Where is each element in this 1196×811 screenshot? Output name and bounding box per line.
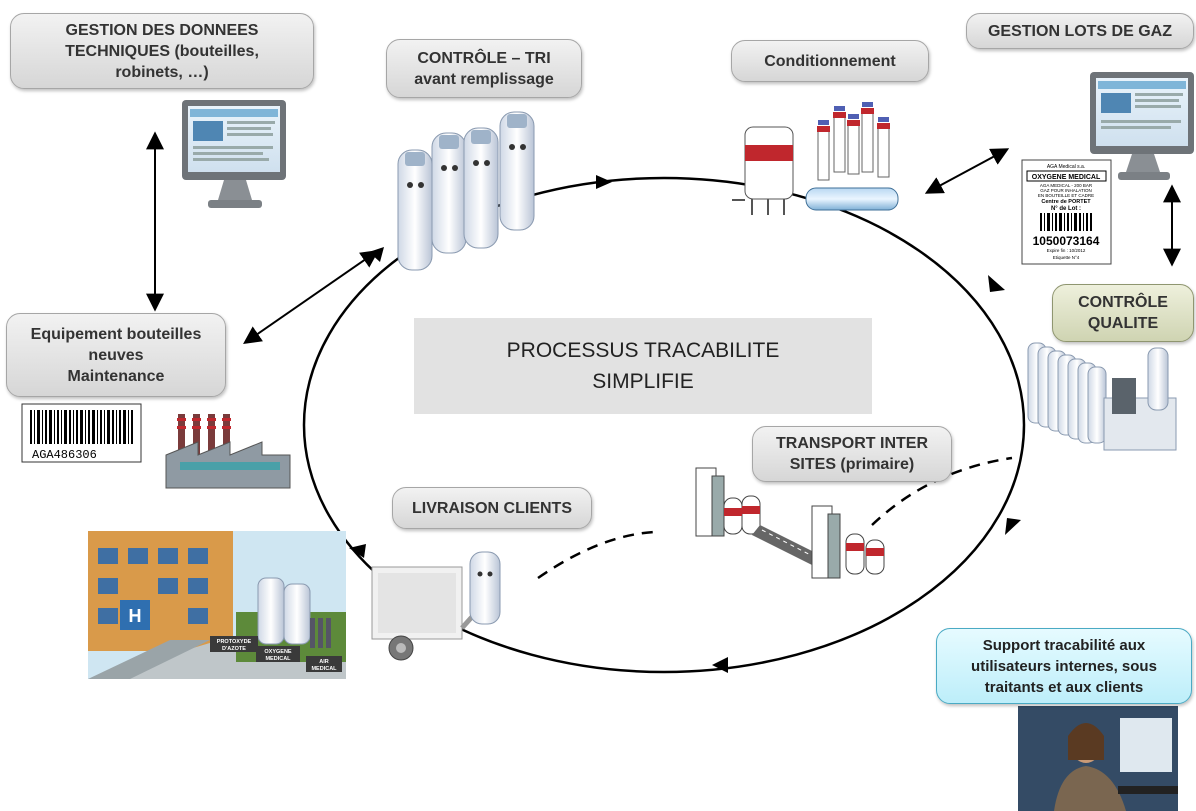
lot-line3: EN BOUTEILLE ET CADRE <box>1038 193 1094 198</box>
cylinder-mascot-icon <box>469 551 501 625</box>
lot-line1: AGA MEDICAL - 200 BAR <box>1040 183 1093 188</box>
quality-control-illustration <box>1027 342 1177 451</box>
hospital-icon: H PROTOXYDE D'AZOTE OXYGENE MEDICAL AIR … <box>88 531 346 679</box>
filling-rack-icon <box>732 102 899 215</box>
transport-illustration <box>695 467 885 579</box>
lot-centre: Centre de PORTET <box>1041 199 1091 205</box>
label-lots-gaz: GESTION LOTS DE GAZ <box>966 13 1194 49</box>
lot-line2: GAZ POUR INHALATION <box>1040 188 1091 193</box>
sign-air: AIR <box>319 659 329 665</box>
process-title-box: PROCESSUS TRACABILITE SIMPLIFIE <box>414 318 872 414</box>
dashed-route <box>537 530 656 580</box>
lot-expiry: Expire fin : 10/2012 <box>1047 248 1086 253</box>
sign-protoxyde: PROTOXYDE <box>217 639 252 645</box>
cycle-arrow <box>349 544 366 558</box>
lot-number: 1050073164 <box>1033 234 1100 248</box>
truck-icon <box>371 551 501 661</box>
label-donnees-techniques: GESTION DES DONNEES TECHNIQUES (bouteill… <box>10 13 314 89</box>
label-controle-tri: CONTRÔLE – TRI avant remplissage <box>386 39 582 98</box>
label-livraison: LIVRAISON CLIENTS <box>392 487 592 529</box>
label-controle-qualite: CONTRÔLE QUALITE <box>1052 284 1194 342</box>
label-transport: TRANSPORT INTER SITES (primaire) <box>752 426 952 482</box>
label-equipement: Equipement bouteilles neuves Maintenance <box>6 313 226 397</box>
cycle-arrow <box>1005 518 1021 535</box>
barcode-icon: AGA486306 <box>21 403 142 463</box>
monitor-icon <box>1090 72 1194 180</box>
sign-oxygene-2: MEDICAL <box>265 656 291 662</box>
factory-icon <box>165 414 291 489</box>
cylinder-mascot-icon <box>499 111 535 231</box>
lot-label-card: AGA Medical s.a. OXYGENE MEDICAL AGA MED… <box>1021 159 1112 265</box>
lot-sticker: Etiquette N°4 <box>1053 255 1080 260</box>
cycle-arrow <box>596 175 612 189</box>
cylinder-mascot-group <box>397 111 535 271</box>
label-support: Support tracabilité aux utilisateurs int… <box>936 628 1192 704</box>
cylinder-mascot-icon <box>463 127 499 249</box>
hospital-letter: H <box>129 606 142 626</box>
connector-arrow <box>243 249 379 345</box>
label-conditionnement: Conditionnement <box>731 40 929 82</box>
cycle-arrow <box>988 275 1005 292</box>
lot-caption: N° de Lot : <box>1051 206 1081 212</box>
lot-header: AGA Medical s.a. <box>1047 164 1085 170</box>
connector-arrow <box>924 148 1010 194</box>
operator-photo <box>1018 706 1178 811</box>
process-cycle <box>302 176 1026 674</box>
process-title-line1: PROCESSUS TRACABILITE <box>506 339 780 362</box>
monitor-icon <box>182 100 286 208</box>
sign-protoxyde-2: D'AZOTE <box>222 646 246 652</box>
sign-oxygene: OXYGENE <box>264 649 292 655</box>
cycle-arrow <box>712 657 728 673</box>
barcode-left-text: AGA486306 <box>32 448 97 462</box>
lot-product: OXYGENE MEDICAL <box>1032 174 1101 181</box>
cylinder-mascot-icon <box>431 132 467 254</box>
cylinder-mascot-icon <box>397 149 433 271</box>
sign-air-2: MEDICAL <box>311 666 337 672</box>
process-title-line2: SIMPLIFIE <box>592 370 694 393</box>
